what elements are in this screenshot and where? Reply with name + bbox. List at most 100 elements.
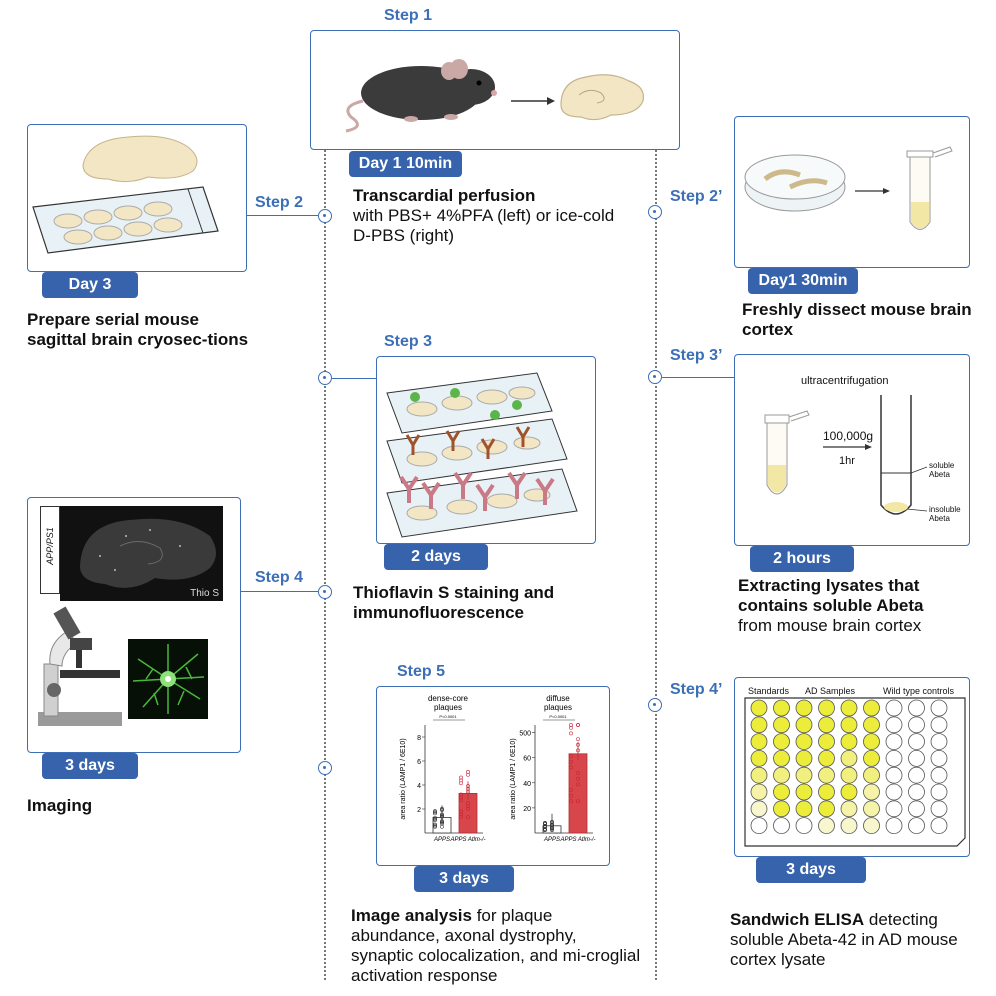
elisa-well xyxy=(885,750,903,767)
data-point xyxy=(466,801,470,805)
elisa-well xyxy=(840,766,858,784)
data-point xyxy=(433,823,437,828)
data-point xyxy=(433,810,437,815)
step3-node xyxy=(318,371,332,385)
step3p-description: Extracting lysates that contains soluble… xyxy=(738,576,924,635)
step2p-node xyxy=(648,205,662,219)
data-point xyxy=(433,817,437,821)
elisa-well xyxy=(908,800,925,818)
elisa-well xyxy=(818,716,835,734)
elisa-well xyxy=(885,733,903,750)
elisa-well xyxy=(908,766,925,784)
elisa-well xyxy=(795,733,813,750)
centrifuge-speed: 100,000g xyxy=(823,429,874,443)
data-point xyxy=(466,770,470,774)
elisa-well xyxy=(750,733,768,750)
elisa-well xyxy=(930,783,948,801)
y-tick-label: 6 xyxy=(417,759,421,766)
step3-description: Thioflavin S staining and immunofluoresc… xyxy=(353,583,555,622)
soluble-label: soluble Abeta xyxy=(929,461,955,479)
step3-box xyxy=(376,356,596,544)
elisa-well xyxy=(773,716,790,734)
step5-label: Step 5 xyxy=(397,663,446,680)
data-point xyxy=(569,788,573,792)
elisa-well xyxy=(773,733,790,750)
elisa-well xyxy=(908,733,925,750)
y-tick-label: 40 xyxy=(523,781,531,788)
data-point xyxy=(433,811,437,816)
staining-slides-illustration xyxy=(386,372,578,538)
elisa-well xyxy=(930,733,948,750)
step1-duration-badge: Day 1 10min xyxy=(349,151,462,177)
step2-node xyxy=(318,209,332,223)
data-point xyxy=(459,812,463,817)
step4-label: Step 4 xyxy=(255,569,304,586)
elisa-well xyxy=(863,817,880,835)
elisa-well xyxy=(795,783,813,801)
step2-box xyxy=(27,124,247,272)
step4-description: Imaging xyxy=(27,796,93,815)
step5-node xyxy=(318,761,332,775)
chart-title-line2: plaques xyxy=(434,703,462,712)
y-axis-label: area ratio (LAMP1 / 6E10) xyxy=(400,738,407,819)
elisa-well xyxy=(750,800,768,818)
elisa-well xyxy=(750,716,768,734)
elisa-well xyxy=(818,766,835,784)
data-point xyxy=(433,818,437,822)
elisa-well xyxy=(863,716,880,734)
y-tick-label: 500 xyxy=(519,731,531,738)
data-point xyxy=(466,815,470,820)
y-tick-label: 60 xyxy=(523,756,531,763)
data-point xyxy=(569,731,573,736)
elisa-well xyxy=(840,716,858,734)
elisa-well xyxy=(840,800,858,818)
thioflavin-brain-image: Thio S xyxy=(60,506,223,601)
step2-description: Prepare serial mouse sagittal brain cryo… xyxy=(27,310,249,349)
data-point xyxy=(569,793,573,798)
elisa-well xyxy=(773,699,790,717)
data-point xyxy=(459,775,463,780)
step2-label: Step 2 xyxy=(255,194,304,211)
left-timeline xyxy=(324,150,326,980)
step2p-description: Freshly dissect mouse brain cortex xyxy=(742,300,972,339)
step4-box: APP/PS1 Thio S xyxy=(27,497,241,753)
chart-title: dense-core xyxy=(428,694,469,703)
data-point xyxy=(569,799,573,804)
elisa-col-standards: Standards xyxy=(748,686,790,696)
x-tick-label: APPS xyxy=(543,837,560,843)
step3-connector xyxy=(332,378,376,379)
data-point xyxy=(459,792,463,797)
step4-connector xyxy=(241,591,318,592)
elisa-well xyxy=(885,800,903,818)
x-tick-label: APPS xyxy=(433,837,450,843)
data-point xyxy=(569,725,573,730)
elisa-well xyxy=(818,733,835,750)
data-point xyxy=(433,809,437,814)
elisa-well xyxy=(750,699,768,717)
elisa-well xyxy=(773,800,790,818)
elisa-well xyxy=(750,817,768,835)
elisa-well xyxy=(908,750,925,767)
y-tick-label: 2 xyxy=(417,807,421,814)
step2p-duration-badge: Day1 30min xyxy=(748,268,858,294)
step1-label: Step 1 xyxy=(384,7,433,24)
data-point xyxy=(433,822,437,827)
step4p-label: Step 4’ xyxy=(670,681,723,698)
elisa-well xyxy=(908,716,925,734)
step4p-box: Standards AD Samples Wild type controls xyxy=(734,677,970,857)
step3p-duration-badge: 2 hours xyxy=(750,546,854,572)
right-timeline xyxy=(655,150,657,980)
elisa-well xyxy=(930,716,948,734)
elisa-well xyxy=(818,699,835,717)
elisa-well xyxy=(863,766,880,784)
data-point xyxy=(576,723,580,727)
x-tick-label: APPS Atlm-/- xyxy=(559,837,595,843)
step1-box xyxy=(310,30,680,150)
chart-title-line2: plaques xyxy=(544,703,572,712)
data-point xyxy=(543,821,547,825)
insoluble-label: insoluble Abeta xyxy=(929,505,961,523)
elisa-col-wt-controls: Wild type controls xyxy=(883,686,955,696)
step3p-label: Step 3’ xyxy=(670,347,723,364)
data-point xyxy=(459,781,463,786)
